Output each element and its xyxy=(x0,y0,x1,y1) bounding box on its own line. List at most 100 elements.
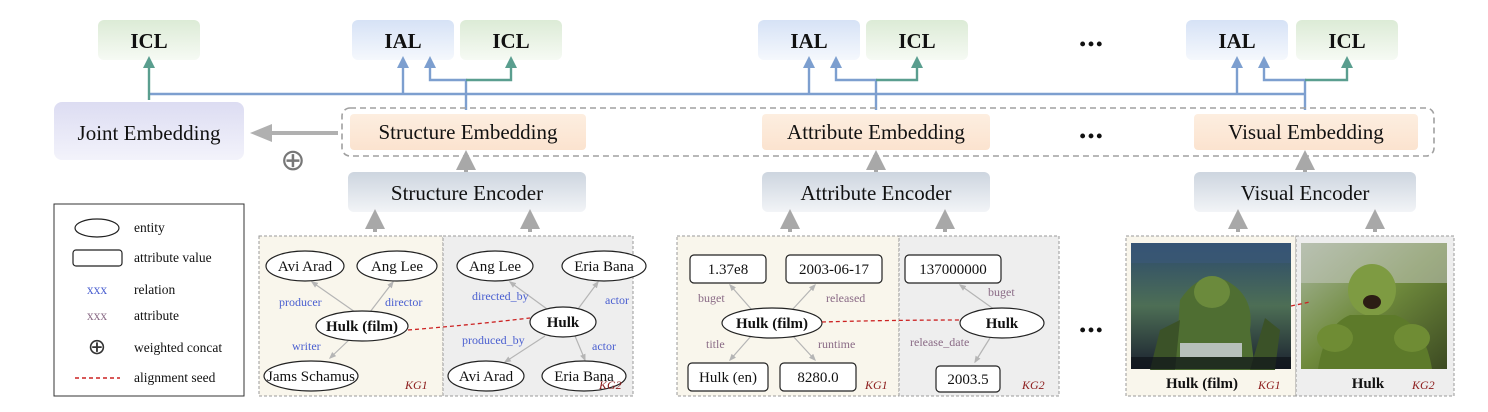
kg-label: KG1 xyxy=(864,378,888,392)
icl-box-1: ICL xyxy=(98,20,200,60)
hulk-image xyxy=(1301,243,1447,369)
kg-label: KG1 xyxy=(1257,378,1281,392)
visual-encoder-label: Visual Encoder xyxy=(1241,181,1370,205)
relation-label: director xyxy=(385,295,422,309)
icl-label: ICL xyxy=(492,29,529,53)
entity-label: Eria Bana xyxy=(554,369,614,385)
visual-encoder-box: Visual Encoder xyxy=(1194,172,1416,212)
attribute-alignment-seed xyxy=(821,319,963,323)
relation-label: produced_by xyxy=(462,333,525,347)
structure-to-icl-arrow xyxy=(466,56,517,82)
attribute-to-ial-arrow xyxy=(830,56,878,110)
embedding-ellipsis: ••• xyxy=(1080,126,1105,146)
ial-label: IAL xyxy=(384,29,421,53)
structure-kg1-panel: Avi Arad Ang Lee Hulk (film) Jams Schamu… xyxy=(258,235,444,397)
attribute-label: buget xyxy=(698,291,725,305)
attribute-value-node xyxy=(779,362,857,392)
attribute-kg1-panel: 1.37e8 2003-06-17 Hulk (film) Hulk (en) … xyxy=(676,235,900,397)
kg-ellipsis: ••• xyxy=(1080,320,1105,340)
entity-node xyxy=(263,360,359,392)
entity-node xyxy=(447,360,525,392)
attribute-label: title xyxy=(706,337,725,351)
encoder-to-embedding-arrows xyxy=(456,150,1315,172)
attribute-embedding-box: Attribute Embedding xyxy=(762,114,990,150)
attribute-value-label: Hulk (en) xyxy=(699,370,757,386)
entity-node xyxy=(356,250,438,282)
visual-embedding-box: Visual Embedding xyxy=(1194,114,1418,150)
legend-relation-label: relation xyxy=(134,282,175,297)
entity-node xyxy=(265,250,345,282)
entity-node xyxy=(456,250,534,282)
kg-label: KG2 xyxy=(1411,378,1435,392)
kg-to-encoder-arrows xyxy=(365,209,1385,232)
entity-label: Avi Arad xyxy=(278,259,333,275)
entity-label: Ang Lee xyxy=(371,259,423,275)
entity-label: Hulk xyxy=(986,316,1019,332)
legend-weighted-concat-icon: ⊕ xyxy=(88,334,106,359)
attribute-value-label: 137000000 xyxy=(919,262,987,278)
icl-box-3: ICL xyxy=(866,20,968,60)
legend-entity-label: entity xyxy=(134,220,165,235)
entity-label: Eria Bana xyxy=(574,259,634,275)
icl-label: ICL xyxy=(1328,29,1365,53)
relation-label: actor xyxy=(605,293,629,307)
entity-label: Ang Lee xyxy=(469,259,521,275)
modal-embeddings-group xyxy=(341,107,1435,157)
attribute-label: release_date xyxy=(910,335,969,349)
attribute-value-node xyxy=(687,362,769,392)
structure-to-ial-arrow xyxy=(424,56,468,110)
legend-entity-icon xyxy=(74,218,120,238)
legend-attribute-value-icon xyxy=(72,249,123,267)
attribute-value-node xyxy=(935,365,1001,393)
joint-embedding-label: Joint Embedding xyxy=(78,121,221,145)
legend-attribute-value-label: attribute value xyxy=(134,250,212,265)
attribute-label: released xyxy=(826,291,865,305)
legend-weighted-concat-label: weighted concat xyxy=(134,340,222,355)
legend-alignment-seed-label: alignment seed xyxy=(134,370,216,385)
icl-box-4: ICL xyxy=(1296,20,1398,60)
attribute-to-icl-arrow xyxy=(876,56,923,82)
legend-relation-sample: xxx xyxy=(87,282,108,297)
entity-label: Hulk xyxy=(547,315,580,331)
visual-embedding-label: Visual Embedding xyxy=(1228,120,1384,144)
entity-node xyxy=(721,307,823,339)
icl-label: ICL xyxy=(130,29,167,53)
legend: entity attribute value xxx relation xxx … xyxy=(53,203,245,397)
legend-attribute-sample: xxx xyxy=(87,308,108,323)
attribute-label: runtime xyxy=(818,337,855,351)
attribute-value-label: 8280.0 xyxy=(797,370,838,386)
attribute-label: buget xyxy=(988,285,1015,299)
attribute-value-node xyxy=(785,254,883,284)
entity-label: Hulk (film) xyxy=(736,316,808,332)
visual-caption: Hulk xyxy=(1352,376,1385,392)
kg-label: KG2 xyxy=(1021,378,1045,392)
entity-label: Hulk (film) xyxy=(326,319,398,335)
entity-node xyxy=(541,360,627,392)
structure-encoder-box: Structure Encoder xyxy=(348,172,586,212)
structure-alignment-seed xyxy=(407,317,531,331)
ial-label: IAL xyxy=(790,29,827,53)
joint-embedding-box: Joint Embedding xyxy=(54,102,244,160)
attribute-value-label: 2003-06-17 xyxy=(799,262,869,278)
legend-attribute-label: attribute xyxy=(134,308,179,323)
attribute-value-label: 1.37e8 xyxy=(708,262,748,278)
visual-to-ial-arrow xyxy=(1258,56,1307,110)
visual-caption: Hulk (film) xyxy=(1166,376,1238,392)
ial-label: IAL xyxy=(1218,29,1255,53)
weighted-concat-icon: ⊕ xyxy=(280,144,305,177)
attribute-kg2-panel: 137000000 Hulk 2003.5 buget release_date… xyxy=(898,235,1060,397)
icl-box-2: ICL xyxy=(460,20,562,60)
attribute-embedding-label: Attribute Embedding xyxy=(787,120,965,144)
entity-node xyxy=(315,310,409,342)
kg-label: KG2 xyxy=(598,378,622,392)
structure-encoder-label: Structure Encoder xyxy=(391,181,543,205)
relation-label: actor xyxy=(592,339,616,353)
ial-box-3: IAL xyxy=(1186,20,1288,60)
relation-label: producer xyxy=(279,295,322,309)
structure-kg2-panel: Ang Lee Eria Bana Hulk Avi Arad Eria Ban… xyxy=(442,235,647,397)
entity-node xyxy=(959,307,1045,339)
relation-label: writer xyxy=(292,339,321,353)
kg-label: KG1 xyxy=(404,378,428,392)
entity-node xyxy=(529,306,597,338)
structure-embedding-label: Structure Embedding xyxy=(378,120,558,144)
